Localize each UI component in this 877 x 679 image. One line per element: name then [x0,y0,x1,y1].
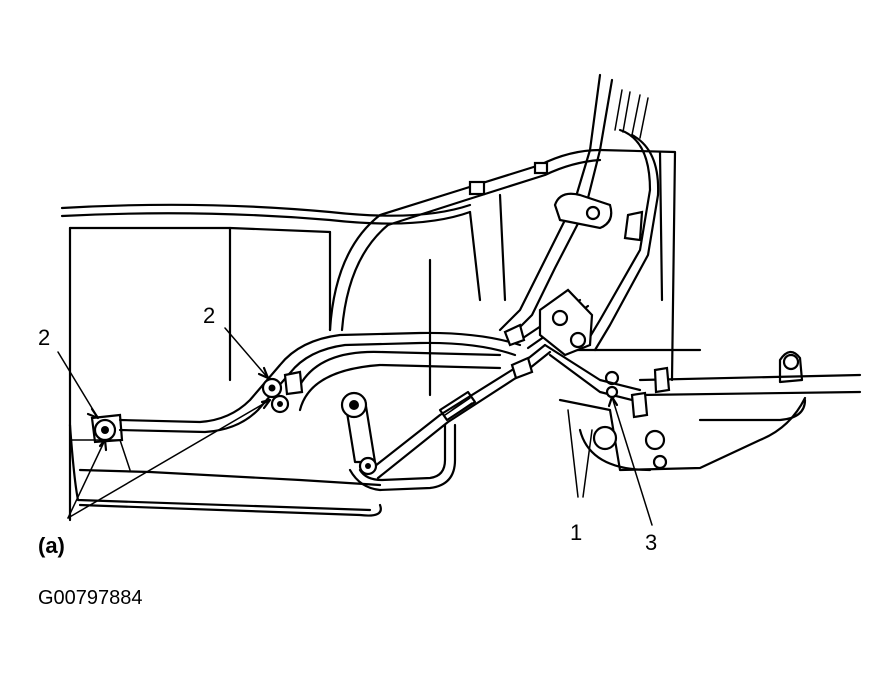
callout-2-mid: 2 [203,303,215,328]
fuel-tank [60,193,507,522]
brake-tubes [118,148,602,434]
parking-brake-cable [368,298,642,480]
callout-2-left: 2 [38,325,50,350]
frame-member [558,148,862,472]
cable-clamps [503,192,671,419]
figure-code: G00797884 [38,587,143,609]
brake-line-clips [90,370,619,444]
leader-lines [57,327,653,526]
callout-3: 3 [645,530,657,555]
callout-a: (a) [38,533,65,558]
equalizer-lever [340,391,457,492]
callout-1: 1 [570,520,582,545]
